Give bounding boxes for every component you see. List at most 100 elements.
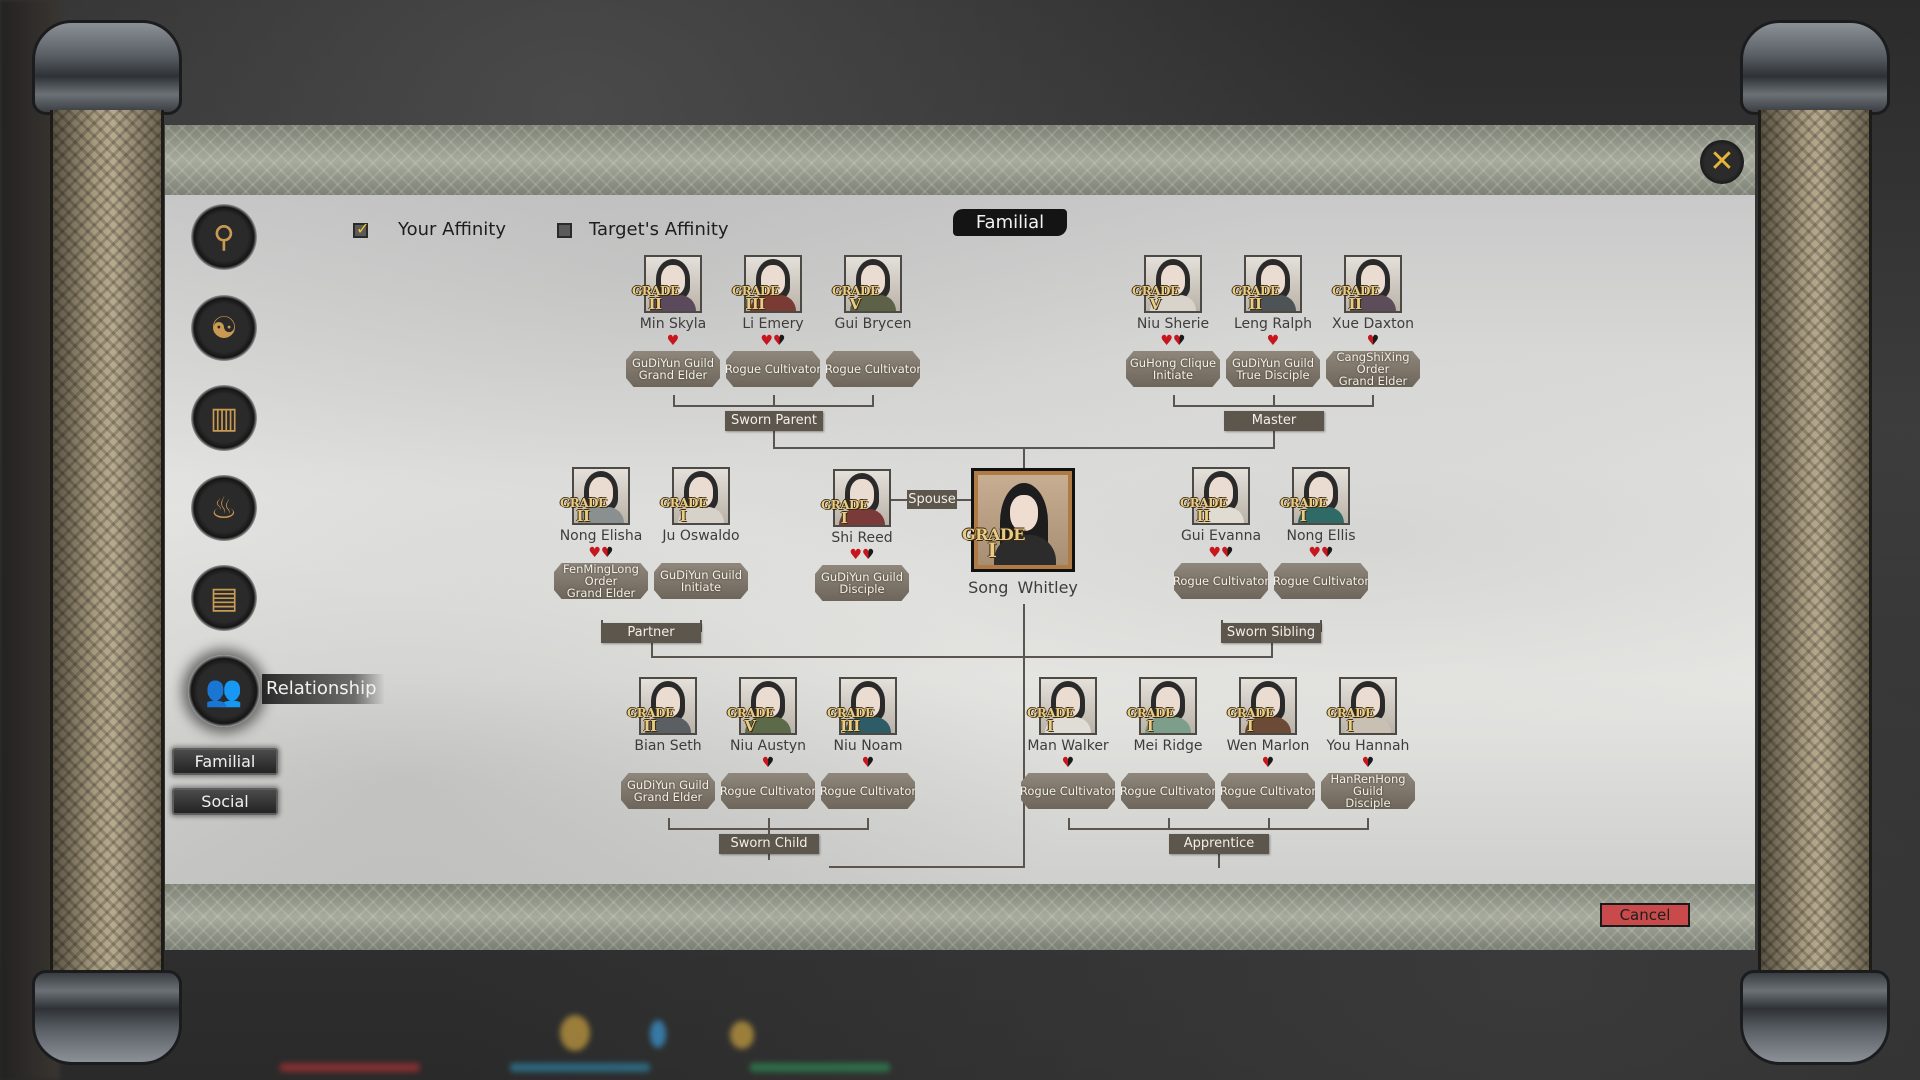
sect-title-line: GuDiYun Guild: [631, 356, 715, 370]
tab-familial[interactable]: Familial: [172, 748, 278, 775]
section-title: Familial: [953, 209, 1067, 236]
bamboo-scroll-icon: ▥: [209, 400, 239, 436]
affinity-hearts: ♥: [623, 333, 723, 349]
main-character-name: Song Whitley: [968, 578, 1078, 597]
label-sworn-child: Sworn Child: [719, 834, 819, 854]
close-icon: ✕: [1709, 144, 1735, 179]
sect-title-line: Grand Elder: [1338, 374, 1408, 388]
nav-button-yin-yang[interactable]: ☯: [191, 295, 257, 361]
gold-orb-icon: [560, 1015, 590, 1051]
sect-title-line: GuDiYun Guild: [820, 570, 904, 584]
nav-button-book[interactable]: ▤: [191, 565, 257, 631]
nav-button-skills[interactable]: ▥: [191, 385, 257, 451]
label-master: Master: [1224, 411, 1324, 431]
affinity-hearts: ♥: [818, 755, 918, 771]
close-button[interactable]: ✕: [1700, 140, 1744, 184]
sect-title-line: GuDiYun Guild: [626, 778, 710, 792]
sect-title-line: Rogue Cultivator: [1119, 784, 1217, 798]
affinity-hearts: ♥♥: [1123, 333, 1223, 349]
affinity-hearts: ♥♥: [551, 545, 651, 561]
scroll-top-band: [165, 125, 1755, 197]
sect-title-line: Grand Elder: [638, 368, 708, 382]
target-affinity-checkbox[interactable]: [557, 223, 572, 238]
energy-bar: [510, 1063, 650, 1072]
affinity-hearts: ♥: [1223, 333, 1323, 349]
heart-half-icon: ♥: [1221, 545, 1234, 561]
sect-title-line: Guild: [1353, 784, 1383, 798]
affinity-hearts: ♥♥: [812, 547, 912, 563]
body-icon: ⚲: [213, 219, 235, 255]
nav-button-relationship[interactable]: 👥: [188, 655, 260, 727]
your-affinity-label: Your Affinity: [398, 219, 506, 240]
sect-title-line: HanRenHong: [1330, 772, 1406, 786]
spirit-stone-icon: [650, 1020, 666, 1048]
heart-half-icon: ♥: [862, 547, 875, 563]
main-character[interactable]: GRADE I Song Whitley: [956, 468, 1090, 597]
sect-title-line: Grand Elder: [633, 790, 703, 804]
heart-half-icon: ♥: [1061, 755, 1075, 771]
nav-button-inventory[interactable]: ♨: [191, 475, 257, 541]
grade-badge: GRADE I: [962, 525, 1025, 562]
label-partner: Partner: [601, 623, 701, 643]
character-name: Man Walker: [1027, 738, 1109, 754]
heart-full-icon: ♥: [588, 545, 601, 561]
label-sworn-parent: Sworn Parent: [725, 411, 823, 431]
sect-title-line: Rogue Cultivator: [719, 784, 817, 798]
background-hud-blurred: [230, 985, 910, 1075]
label-sworn-sibling: Sworn Sibling: [1221, 623, 1321, 643]
sect-title-line: Disciple: [839, 582, 885, 596]
heart-half-icon: ♥: [1366, 333, 1380, 349]
sect-title-line: Order: [584, 574, 618, 588]
nav-button-body[interactable]: ⚲: [191, 204, 257, 270]
cancel-button[interactable]: Cancel: [1600, 903, 1690, 927]
sect-title-line: True Disciple: [1236, 368, 1310, 382]
sect-title-line: Grand Elder: [566, 586, 636, 600]
heart-half-icon: ♥: [861, 755, 875, 771]
heart-full-icon: ♥: [1208, 545, 1221, 561]
affinity-hearts: ♥: [718, 755, 818, 771]
affinity-hearts: [618, 755, 718, 771]
sect-title-line: Rogue Cultivator: [1272, 574, 1370, 588]
tab-social[interactable]: Social: [172, 788, 278, 815]
character-name: Nong Elisha: [559, 528, 643, 544]
sect-title-badge: Rogue Cultivator: [1221, 773, 1315, 809]
heart-half-icon: ♥: [1321, 545, 1334, 561]
your-affinity-checkbox[interactable]: ✓: [353, 219, 369, 238]
vitality-bar: [280, 1063, 420, 1072]
heart-half-icon: ♥: [1261, 755, 1275, 771]
affinity-hearts: ♥: [1018, 755, 1118, 771]
character-name: Leng Ralph: [1233, 316, 1313, 332]
